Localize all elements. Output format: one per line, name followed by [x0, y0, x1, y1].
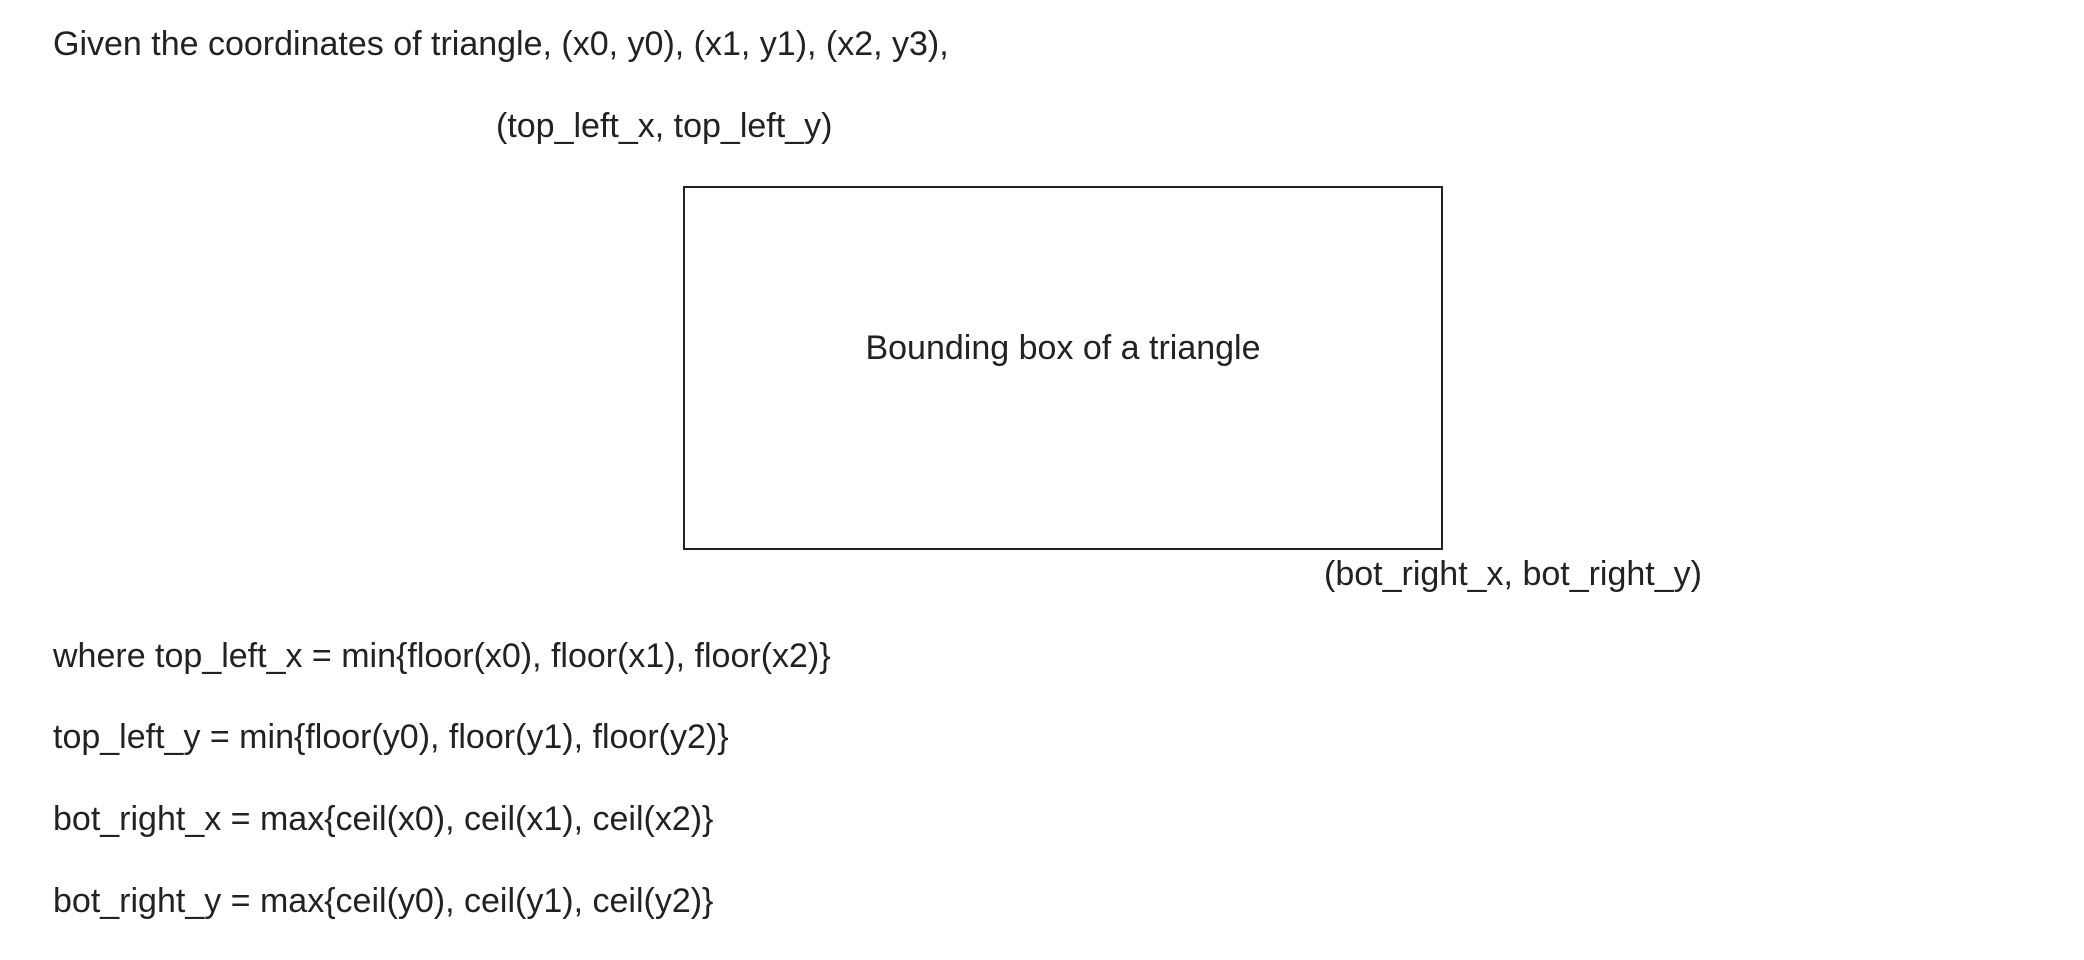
formula-top-left-y: top_left_y = min{floor(y0), floor(y1), f…: [53, 718, 729, 756]
formula-bot-right-y: bot_right_y = max{ceil(y0), ceil(y1), ce…: [53, 882, 714, 920]
intro-text: Given the coordinates of triangle, (x0, …: [53, 25, 949, 63]
bounding-box-label: Bounding box of a triangle: [865, 329, 1261, 367]
bounding-box: Bounding box of a triangle: [683, 186, 1443, 550]
formula-top-left-x: where top_left_x = min{floor(x0), floor(…: [53, 637, 831, 675]
bottom-right-corner-label: (bot_right_x, bot_right_y): [1324, 555, 1702, 593]
formula-bot-right-x: bot_right_x = max{ceil(x0), ceil(x1), ce…: [53, 800, 714, 838]
top-left-corner-label: (top_left_x, top_left_y): [496, 107, 833, 145]
